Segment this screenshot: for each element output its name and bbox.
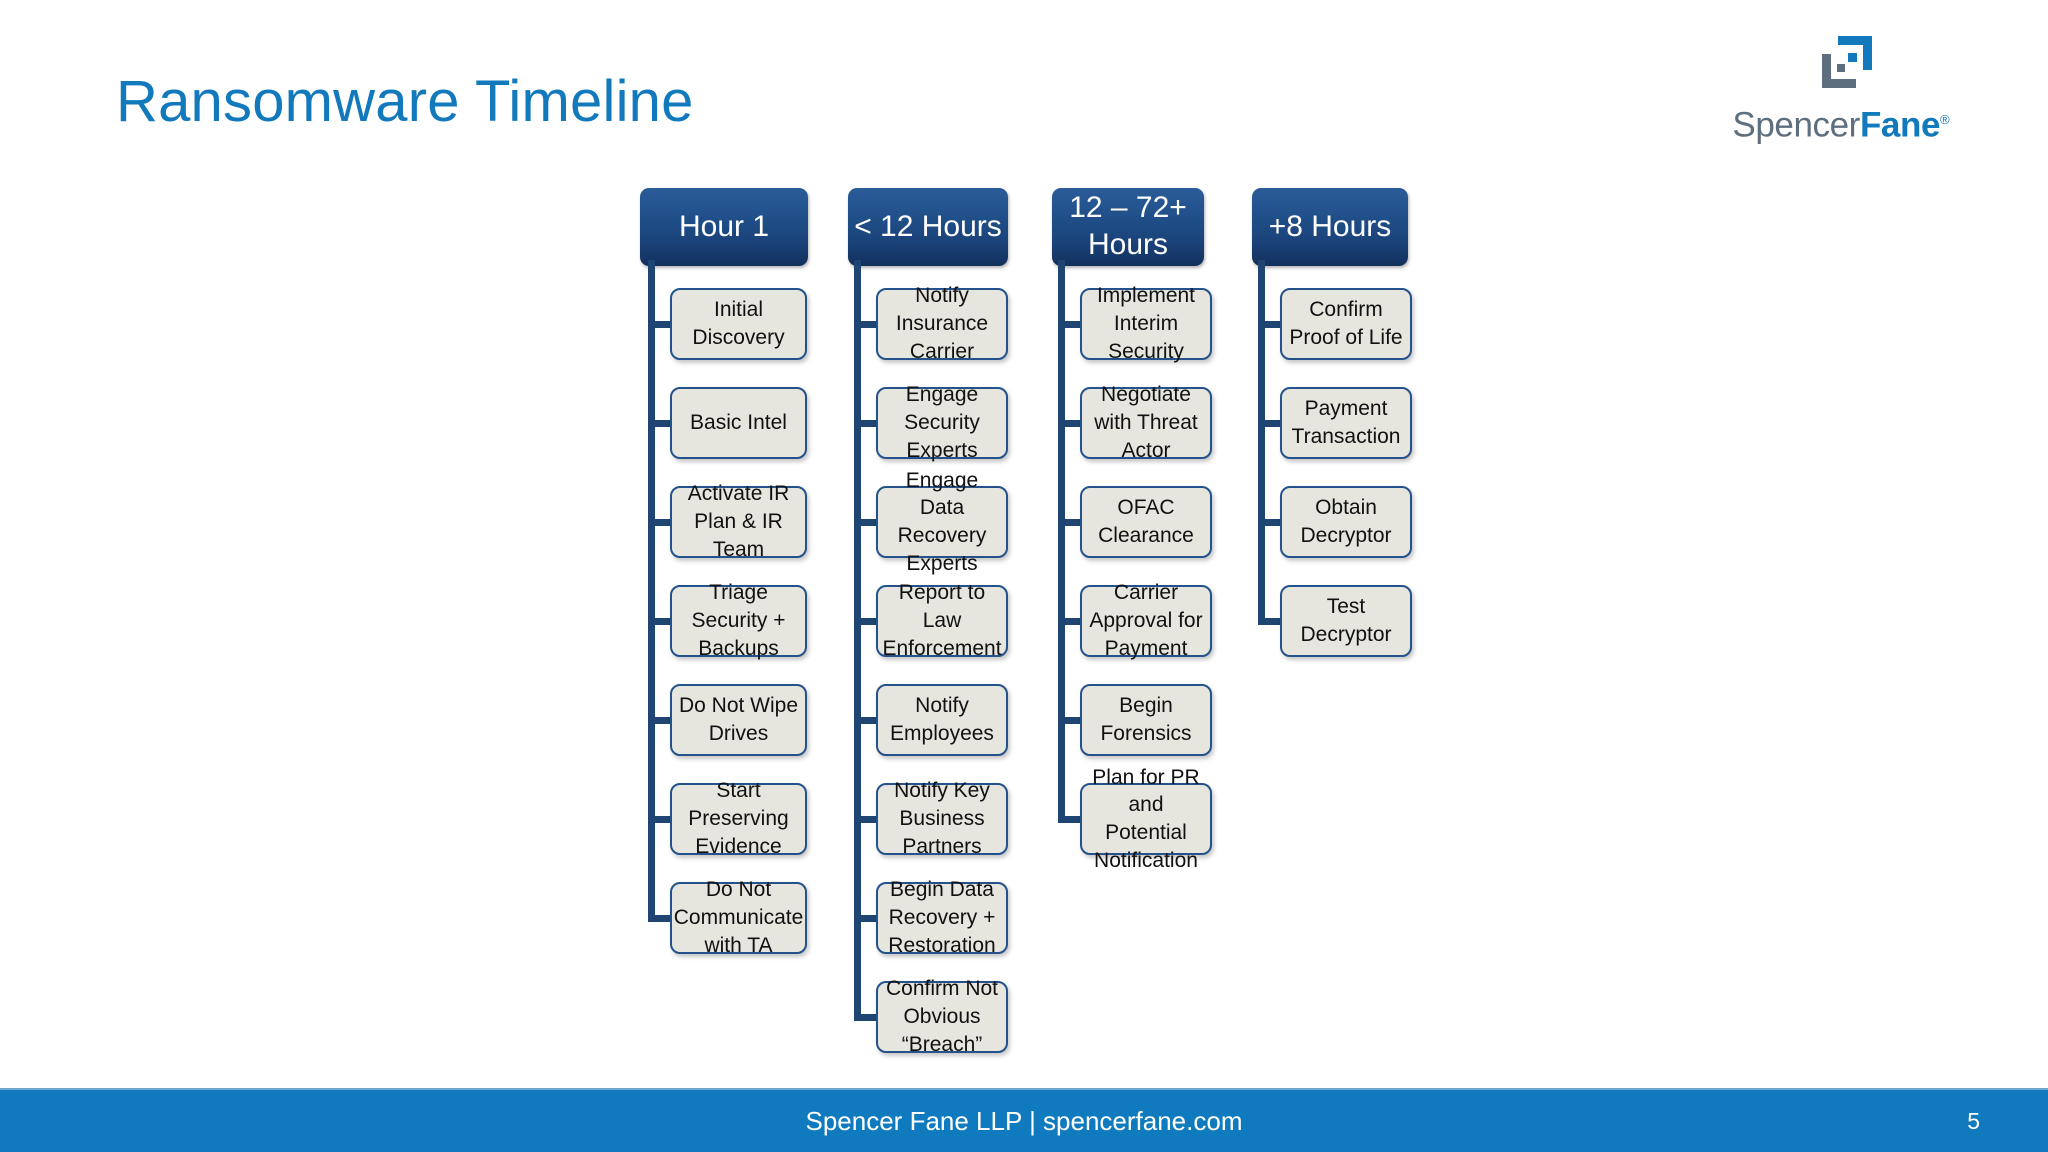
timeline-connector-stub (1058, 618, 1082, 625)
timeline-node[interactable]: Start Preserving Evidence (670, 779, 807, 858)
timeline-connector-trunk (854, 260, 861, 1021)
timeline-connector-stub (854, 717, 878, 724)
timeline-node[interactable]: Initial Discovery (670, 288, 807, 360)
timeline-node[interactable]: Activate IR Plan & IR Team (670, 482, 807, 561)
spencer-fane-logo-mark-icon (1822, 36, 1872, 88)
timeline-node[interactable]: Report to Law Enforcement (876, 581, 1008, 660)
timeline-connector-stub (1058, 816, 1082, 823)
timeline-connector-stub (854, 915, 878, 922)
timeline-connector-stub (1058, 717, 1082, 724)
timeline-connector-stub (648, 321, 672, 328)
timeline-connector-stub (648, 420, 672, 427)
timeline-connector-trunk (648, 260, 655, 922)
timeline-connector-stub (648, 915, 672, 922)
brand-wordmark-fane: Fane (1859, 105, 1941, 145)
timeline-connector-stub (1258, 618, 1282, 625)
timeline-node[interactable]: Begin Data Recovery + Restoration (876, 878, 1008, 957)
timeline-node[interactable]: Notify Insurance Carrier (876, 284, 1008, 363)
timeline-connector-stub (854, 618, 878, 625)
timeline-connector-trunk (1058, 260, 1065, 823)
timeline-node[interactable]: Obtain Decryptor (1280, 486, 1412, 558)
registered-mark-icon: ® (1940, 112, 1950, 127)
timeline-node[interactable]: Confirm Proof of Life (1280, 288, 1412, 360)
timeline-connector-stub (1258, 420, 1282, 427)
slide-number: 5 (1967, 1108, 1980, 1134)
timeline-column-header-12-72-plus-hours[interactable]: 12 – 72+ Hours (1052, 188, 1204, 266)
timeline-connector-stub (1058, 519, 1082, 526)
page-title: Ransomware Timeline (116, 69, 694, 134)
timeline-node[interactable]: Triage Security + Backups (670, 581, 807, 660)
timeline-node[interactable]: Carrier Approval for Payment (1080, 581, 1212, 660)
timeline-connector-stub (1258, 519, 1282, 526)
timeline-connector-stub (854, 519, 878, 526)
timeline-connector-stub (648, 618, 672, 625)
timeline-connector-stub (648, 717, 672, 724)
timeline-connector-stub (854, 420, 878, 427)
timeline-connector-stub (648, 519, 672, 526)
timeline-node[interactable]: Notify Employees (876, 684, 1008, 756)
brand-wordmark-spencer: Spencer (1732, 105, 1860, 145)
brand-logo: SpencerFane® (1706, 34, 1976, 145)
timeline-connector-stub (854, 321, 878, 328)
timeline-node[interactable]: Implement Interim Security (1080, 284, 1212, 363)
timeline-node[interactable]: Test Decryptor (1280, 585, 1412, 657)
timeline-column-header-plus-8-hours[interactable]: +8 Hours (1252, 188, 1408, 266)
timeline-node[interactable]: Do Not Communicate with TA (670, 878, 807, 957)
timeline-node[interactable]: Basic Intel (670, 387, 807, 459)
timeline-node[interactable]: Notify Key Business Partners (876, 779, 1008, 858)
timeline-connector-stub (1058, 420, 1082, 427)
timeline-connector-stub (648, 816, 672, 823)
timeline-node[interactable]: Do Not Wipe Drives (670, 684, 807, 756)
timeline-node[interactable]: Begin Forensics (1080, 684, 1212, 756)
timeline-column-header-hour-1[interactable]: Hour 1 (640, 188, 808, 266)
timeline-connector-trunk (1258, 260, 1265, 625)
timeline-node[interactable]: Negotiate with Threat Actor (1080, 383, 1212, 462)
brand-wordmark: SpencerFane® (1706, 100, 1976, 145)
timeline-node[interactable]: Confirm Not Obvious “Breach” (876, 977, 1008, 1056)
timeline-connector-stub (854, 1014, 878, 1021)
timeline-connector-stub (1258, 321, 1282, 328)
footer-text: Spencer Fane LLP | spencerfane.com (805, 1106, 1243, 1136)
timeline-column-header-less-than-12-hours[interactable]: < 12 Hours (848, 188, 1008, 266)
timeline-connector-stub (1058, 321, 1082, 328)
timeline-node[interactable]: Engage Data Recovery Experts (876, 469, 1008, 575)
slide-footer: Spencer Fane LLP | spencerfane.com 5 (0, 1088, 2048, 1152)
timeline-node[interactable]: Engage Security Experts (876, 383, 1008, 462)
timeline-connector-stub (854, 816, 878, 823)
timeline-node[interactable]: OFAC Clearance (1080, 486, 1212, 558)
timeline-node[interactable]: Payment Transaction (1280, 387, 1412, 459)
timeline-node[interactable]: Plan for PR and Potential Notification (1080, 766, 1212, 872)
